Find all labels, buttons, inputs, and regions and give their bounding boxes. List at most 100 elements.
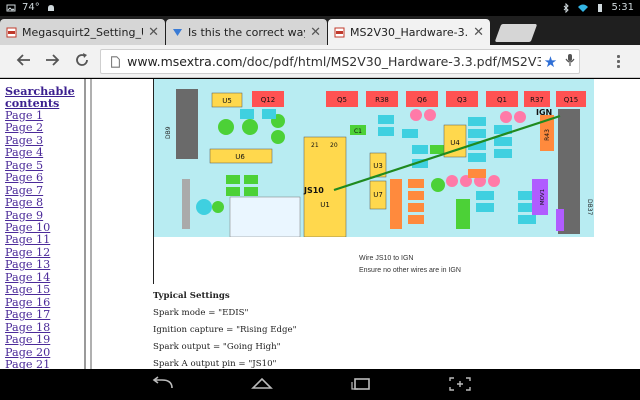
small-part [518,203,536,212]
url-host: www.msextra.com [127,54,243,69]
component-u7-label: U7 [373,191,383,199]
tab-label: Megasquirt2_Setting_Up-3 [22,25,143,39]
figure-border [153,79,154,284]
sidebar-page-link[interactable]: Page 1 [5,108,44,122]
small-part [244,175,258,184]
small-part [226,175,240,184]
component-u3-label: U3 [373,162,383,170]
tab-strip: Megasquirt2_Setting_Up-3 ✕ Is this the c… [0,16,640,45]
temperature-text: 74° [22,2,40,13]
searchable-contents-link[interactable]: Searchable contents [5,84,75,111]
small-part [476,191,494,200]
sidebar-page-link[interactable]: Page 15 [5,283,51,297]
db37-label: DB37 [586,199,593,216]
small-part [240,109,254,119]
bluetooth-icon [563,2,569,13]
small-part [408,215,424,224]
component-q6 [406,91,438,107]
sidebar-page-link[interactable]: Page 20 [5,345,51,359]
component-c1 [350,125,366,135]
sidebar-page-link[interactable]: Page 9 [5,208,44,222]
component-u1-label: U1 [320,201,330,209]
tab-correct-way[interactable]: Is this the correct way to wi ✕ [166,19,327,45]
component-r37-label: R37 [530,96,544,104]
sidebar-page-link[interactable]: Page 18 [5,320,51,334]
new-tab-button[interactable] [494,24,538,42]
page-info-icon[interactable] [109,55,121,69]
pin-20-label: 20 [330,142,338,149]
component-u4-label: U4 [450,139,460,147]
sidebar-page-link[interactable]: Page 7 [5,183,44,197]
sidebar-page-link[interactable]: Page 12 [5,245,51,259]
component-r38 [366,91,398,107]
overflow-menu-icon[interactable] [610,54,626,70]
sidebar-page-link[interactable]: Page 8 [5,196,44,210]
sidebar-page-link[interactable]: Page 13 [5,258,51,272]
sidebar-page-link[interactable]: Page 10 [5,220,51,234]
tab-ms2v30-hardware[interactable]: MS2V30_Hardware-3.3 ✕ [328,19,490,45]
small-part [408,203,424,212]
sidebar-page-link[interactable]: Page 2 [5,121,44,135]
sidebar-page-link[interactable]: Page 11 [5,233,51,247]
document-pane: DB9 DB37 U5 Q12 Q5 R38 Q6 Q3 Q1 [92,79,640,369]
small-part [182,179,190,229]
reload-icon[interactable] [72,51,92,71]
sidebar-page-link[interactable]: Page 21 [5,357,51,369]
tab-megasquirt[interactable]: Megasquirt2_Setting_Up-3 ✕ [0,19,165,45]
small-part [378,115,394,124]
tab-close-icon[interactable]: ✕ [310,24,321,40]
sidebar-page-link[interactable]: Page 16 [5,295,51,309]
capacitor [196,199,212,215]
back-nav-icon[interactable] [150,376,176,392]
component-r37 [524,91,550,107]
sidebar-page-link[interactable]: Page 5 [5,158,44,172]
capacitor [514,111,526,123]
component-q3 [446,91,478,107]
microphone-icon[interactable] [560,53,579,71]
component-q5-label: Q5 [337,96,347,104]
setting-spark-a-pin: Spark A output pin = "JS10" [153,359,277,369]
back-arrow-icon[interactable] [14,51,34,71]
small-part [390,179,402,229]
component-mov1 [532,179,548,215]
home-nav-icon[interactable] [249,376,275,392]
tab-label: MS2V30_Hardware-3.3 [350,25,469,39]
component-mov1-label: MOV1 [540,189,546,205]
component-u5 [211,92,243,108]
tab-label: Is this the correct way to wi [188,25,305,39]
capacitor [424,109,436,121]
wifi-icon [577,4,588,12]
capacitor [410,109,422,121]
small-part [412,159,428,168]
small-part [430,145,446,154]
sidebar-page-link[interactable]: Page 14 [5,270,51,284]
capacitor [242,119,258,135]
small-part [476,203,494,212]
forward-arrow-icon[interactable] [42,51,62,71]
capacitor [271,130,285,144]
sidebar-page-link[interactable]: Page 6 [5,171,44,185]
small-part [494,125,512,134]
small-part [494,149,512,158]
component-q12-label: Q12 [261,96,275,104]
component-q1-label: Q1 [497,96,507,104]
sidebar-page-link[interactable]: Page 17 [5,308,51,322]
component-q1 [486,91,518,107]
bookmark-star-icon[interactable]: ★ [543,52,558,71]
small-part [468,169,486,178]
tab-close-icon[interactable]: ✕ [473,24,484,40]
sidebar-page-link[interactable]: Page 3 [5,133,44,147]
sidebar-page-link[interactable]: Page 4 [5,146,44,160]
system-nav-bar [0,369,640,400]
screenshot-icon[interactable] [447,376,473,392]
recent-apps-icon[interactable] [348,376,374,392]
tab-close-icon[interactable]: ✕ [148,24,159,40]
component-u6-label: U6 [235,153,245,161]
caption-wire: Wire JS10 to IGN [359,255,414,262]
sidebar-page-link[interactable]: Page 19 [5,333,51,347]
address-bar[interactable]: www.msextra.com/doc/pdf/html/MS2V30_Hard… [100,49,580,74]
frame-divider[interactable] [90,79,92,369]
component-u3 [369,152,387,178]
